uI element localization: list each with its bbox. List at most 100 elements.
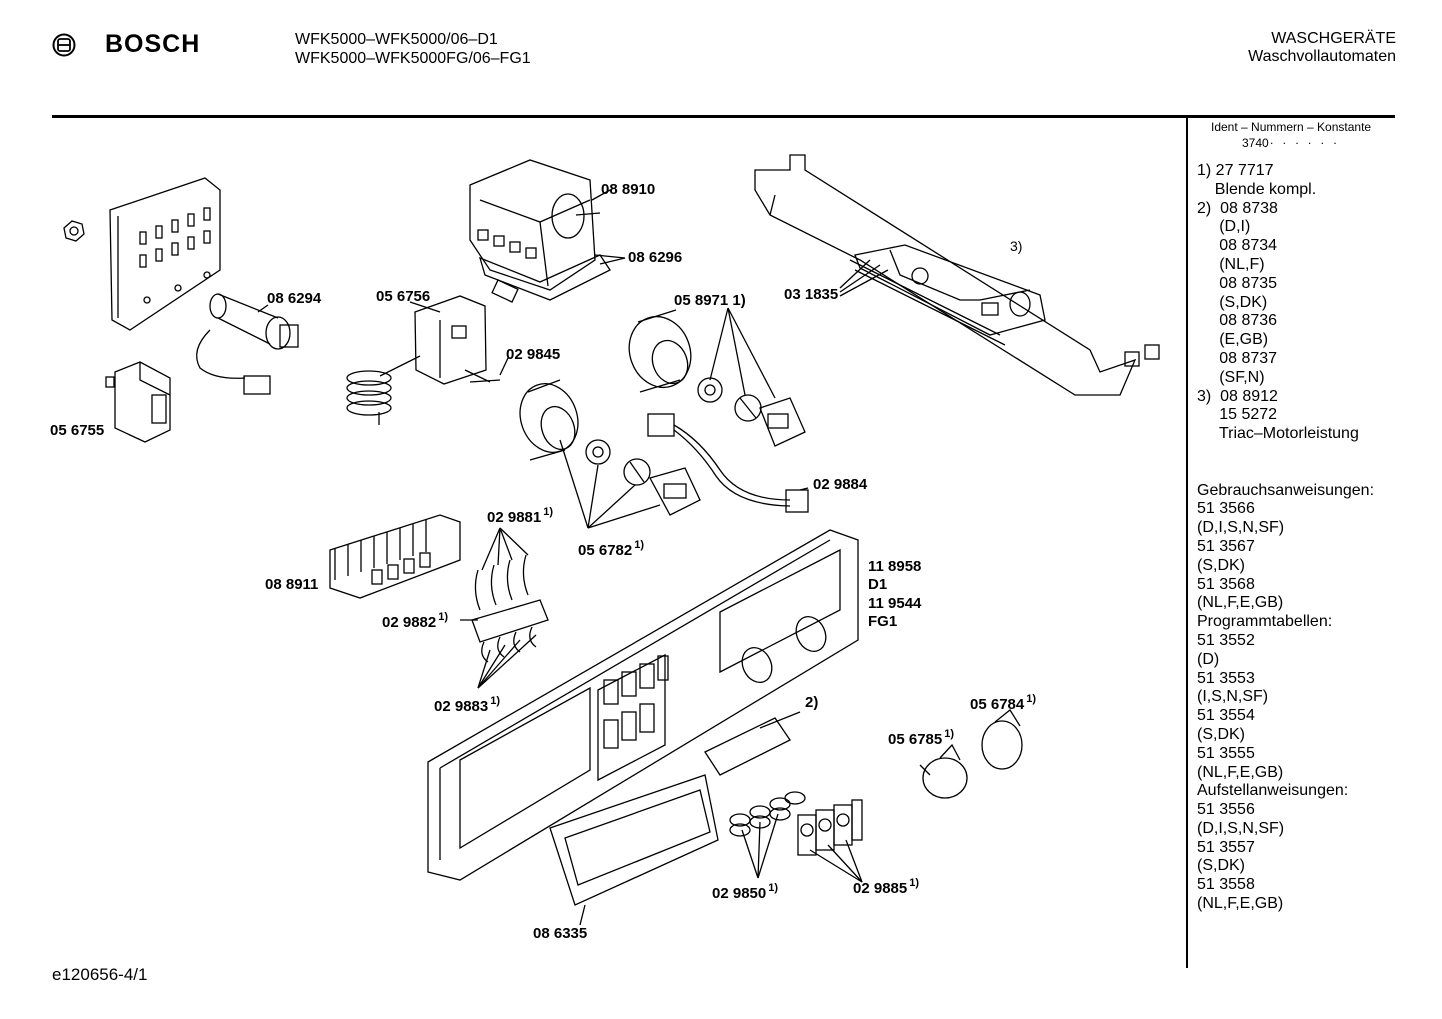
cable-harness bbox=[647, 413, 809, 513]
parts-list-line: (NL,F,E,GB) bbox=[1197, 594, 1284, 612]
parts-list-line: 08 8735 bbox=[1197, 274, 1278, 292]
parts-list-line: (I,S,N,SF) bbox=[1197, 688, 1269, 706]
parts-list-line: 51 3556 bbox=[1197, 801, 1255, 819]
capacitor bbox=[196, 293, 299, 395]
program-timer bbox=[469, 159, 626, 301]
parts-list-line: 51 3566 bbox=[1197, 500, 1255, 518]
parts-list-line: 51 3558 bbox=[1197, 876, 1255, 894]
parts-list-line: 08 8737 bbox=[1197, 349, 1278, 367]
label-088911: 08 8911 bbox=[265, 576, 319, 593]
brand-name: BOSCH bbox=[105, 30, 201, 58]
sidebar-divider bbox=[1186, 118, 1188, 968]
parts-list-line: 1) 27 7717 bbox=[1197, 162, 1274, 179]
selector-knob-small bbox=[919, 743, 968, 799]
push-buttons bbox=[797, 799, 863, 856]
push-button-springs bbox=[729, 791, 806, 837]
ident-header: Ident – Nummern – Konstante bbox=[1211, 120, 1372, 134]
parts-list-line: (E,GB) bbox=[1197, 331, 1269, 349]
label-031835: 03 1835 bbox=[784, 286, 839, 303]
control-panel bbox=[427, 529, 859, 881]
label-d1: D1 bbox=[868, 576, 888, 593]
contact-springs bbox=[471, 554, 549, 663]
hex-nut bbox=[63, 220, 85, 242]
mounting-bracket bbox=[109, 177, 221, 331]
knob-shaft-right bbox=[759, 397, 806, 447]
parts-list-line: (S,DK) bbox=[1197, 857, 1245, 875]
transformer bbox=[105, 361, 171, 443]
parts-list-line: (NL,F,E,GB) bbox=[1197, 895, 1284, 913]
parts-list-line: 51 3554 bbox=[1197, 707, 1255, 725]
terminal-block bbox=[329, 514, 461, 599]
ident-dots: . . . . . . bbox=[1270, 133, 1340, 147]
knob-cap-left bbox=[519, 379, 579, 461]
parts-list-line: 51 3552 bbox=[1197, 631, 1255, 649]
category-line-1: WASCHGERÄTE bbox=[1271, 30, 1396, 47]
label-056755: 05 6755 bbox=[50, 422, 105, 439]
label-086335: 08 6335 bbox=[533, 925, 588, 942]
display-lens bbox=[549, 774, 719, 906]
label-fg1: FG1 bbox=[868, 613, 898, 630]
ident-code: 3740 bbox=[1242, 136, 1269, 150]
selector-knob-large bbox=[981, 709, 1023, 770]
parts-list-line: Gebrauchsanweisungen: bbox=[1197, 481, 1375, 499]
knob-cap-right bbox=[628, 309, 692, 393]
parts-list-line: (D) bbox=[1197, 650, 1220, 668]
model-line-2: WFK5000–WFK5000FG/06–FG1 bbox=[295, 50, 531, 67]
label-118958: 11 8958 bbox=[868, 558, 922, 575]
label-086296: 08 6296 bbox=[628, 249, 683, 266]
parts-list-line: (S,DK) bbox=[1197, 293, 1268, 311]
parts-list-line: 51 3567 bbox=[1197, 537, 1255, 555]
parts-list-line: (NL,F) bbox=[1197, 255, 1265, 273]
parts-list-line: 2) 08 8738 bbox=[1197, 199, 1278, 217]
parts-list-line: Blende kompl. bbox=[1197, 180, 1317, 198]
label-029845: 02 9845 bbox=[506, 346, 561, 363]
parts-list-line: 08 8736 bbox=[1197, 312, 1278, 330]
parts-list-line: (D,I,S,N,SF) bbox=[1197, 519, 1285, 537]
category-line-2: Waschvollautomaten bbox=[1248, 48, 1396, 65]
parts-list-line: Triac–Motorleistung bbox=[1197, 425, 1359, 443]
parts-list-line: 3) 08 8912 bbox=[1197, 387, 1278, 405]
leader-lines bbox=[257, 212, 889, 926]
parts-list: 1) 27 7717 Blende kompl.2) 08 8738 (D,I)… bbox=[1197, 162, 1374, 914]
header-divider bbox=[52, 115, 1395, 118]
label-058971: 05 8971 1) bbox=[674, 292, 746, 309]
coil-spring bbox=[346, 355, 421, 425]
door-switch bbox=[414, 295, 491, 385]
parts-list-line: 51 3553 bbox=[1197, 669, 1255, 687]
parts-list-line: 51 3557 bbox=[1197, 838, 1255, 856]
parts-list-line: Programmtabellen: bbox=[1197, 613, 1333, 631]
label-ref-3: 3) bbox=[1010, 238, 1023, 254]
bosch-logo-icon bbox=[52, 33, 76, 57]
electronics-cover bbox=[754, 154, 1160, 396]
label-029884: 02 9884 bbox=[813, 476, 868, 493]
parts-list-line: (SF,N) bbox=[1197, 368, 1265, 386]
spacer-sleeve bbox=[469, 279, 519, 383]
display-window-strip bbox=[704, 717, 791, 776]
parts-list-line bbox=[1197, 463, 1374, 482]
knob-shaft-left bbox=[649, 467, 701, 516]
model-line-1: WFK5000–WFK5000/06–D1 bbox=[295, 31, 498, 48]
label-088910: 08 8910 bbox=[601, 181, 656, 198]
label-ref-2: 2) bbox=[805, 694, 819, 711]
parts-list-line: 51 3555 bbox=[1197, 744, 1255, 762]
parts-list-line: 15 5272 bbox=[1197, 406, 1278, 424]
parts-list-line: (S,DK) bbox=[1197, 556, 1245, 574]
parts-list-line: (D,I) bbox=[1197, 218, 1251, 236]
parts-list-line: (S,DK) bbox=[1197, 725, 1245, 743]
parts-list-line: 51 3568 bbox=[1197, 575, 1255, 593]
label-086294: 08 6294 bbox=[267, 290, 322, 307]
label-056756: 05 6756 bbox=[376, 288, 431, 305]
parts-list-line: 08 8734 bbox=[1197, 237, 1278, 255]
parts-list-line: Aufstellanweisungen: bbox=[1197, 782, 1349, 800]
exploded-parts-drawing bbox=[63, 154, 1160, 926]
document-id: e120656-4/1 bbox=[52, 965, 148, 984]
parts-list-line: (NL,F,E,GB) bbox=[1197, 763, 1284, 781]
